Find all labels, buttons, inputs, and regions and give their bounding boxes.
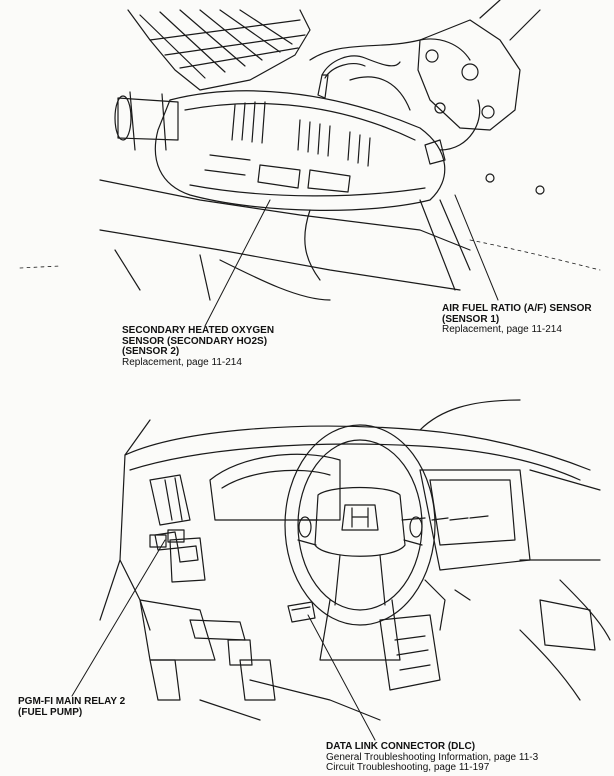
relay-leader-line xyxy=(71,539,166,697)
af-sensor-subtitle: (SENSOR 1) xyxy=(442,313,500,325)
ho2s-callout: SECONDARY HEATED OXYGEN SENSOR (SECONDAR… xyxy=(122,325,275,368)
dlc-title: DATA LINK CONNECTOR (DLC) xyxy=(326,741,476,752)
exhaust-catalytic-converter-drawing xyxy=(19,0,601,301)
dlc-general-ref: General Troubleshooting Information, pag… xyxy=(326,751,539,763)
af-sensor-callout: AIR FUEL RATIO (A/F) SENSOR (SENSOR 1) R… xyxy=(442,303,592,336)
relay-callout: PGM-FI MAIN RELAY 2 (FUEL PUMP) xyxy=(18,696,126,718)
ho2s-title-line-2: SENSOR (SECONDARY HO2S) xyxy=(122,335,268,347)
relay-subtitle: (FUEL PUMP) xyxy=(18,706,83,718)
af-sensor-leader-line xyxy=(454,194,499,301)
ho2s-title-line-1: SECONDARY HEATED OXYGEN xyxy=(122,325,275,336)
dashboard-interior-drawing xyxy=(99,399,611,721)
af-sensor-replacement-ref: Replacement, page 11-214 xyxy=(442,324,562,335)
dlc-callout: DATA LINK CONNECTOR (DLC) General Troubl… xyxy=(326,741,539,774)
relay-title: PGM-FI MAIN RELAY 2 xyxy=(18,696,126,707)
dlc-circuit-ref: Circuit Troubleshooting, page 11-197 xyxy=(326,762,490,773)
ho2s-replacement-ref: Replacement, page 11-214 xyxy=(122,356,242,368)
ho2s-leader-line xyxy=(204,199,271,327)
af-sensor-title: AIR FUEL RATIO (A/F) SENSOR xyxy=(442,303,592,314)
dlc-leader-line xyxy=(307,614,376,741)
ho2s-title-line-3: (SENSOR 2) xyxy=(122,346,180,357)
